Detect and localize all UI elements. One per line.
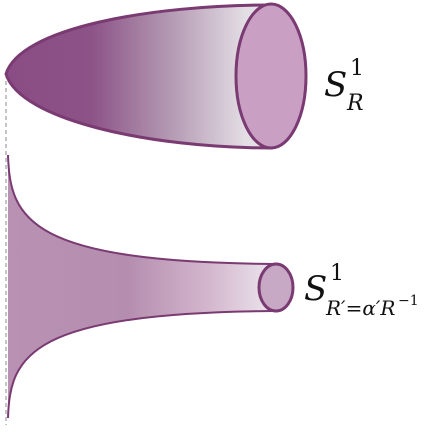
- label-circle-R-sub: R: [346, 91, 364, 116]
- trumpet-upper-edge: [7, 154, 276, 265]
- trumpet-surface: [7, 154, 295, 419]
- trumpet-end-cap: [257, 262, 295, 313]
- cigar-end-cap: [234, 2, 308, 150]
- label-circle-dual-R-sub-exponent: −1: [398, 293, 419, 309]
- label-circle-dual-R-sup: 1: [330, 261, 344, 286]
- cigar-body: [4, 3, 274, 150]
- trumpet-body: [8, 155, 275, 418]
- cigar-surface: [4, 2, 308, 150]
- trumpet-lower-edge: [7, 310, 276, 419]
- label-circle-dual-R: S 1 R′=α′R −1: [304, 261, 419, 320]
- label-circle-R-base: S: [324, 65, 347, 105]
- label-circle-R: S 1 R: [324, 56, 364, 116]
- label-circle-dual-R-base: S: [304, 269, 327, 309]
- label-circle-dual-R-sub: R′=α′R: [325, 296, 395, 320]
- label-circle-R-sup: 1: [350, 56, 364, 81]
